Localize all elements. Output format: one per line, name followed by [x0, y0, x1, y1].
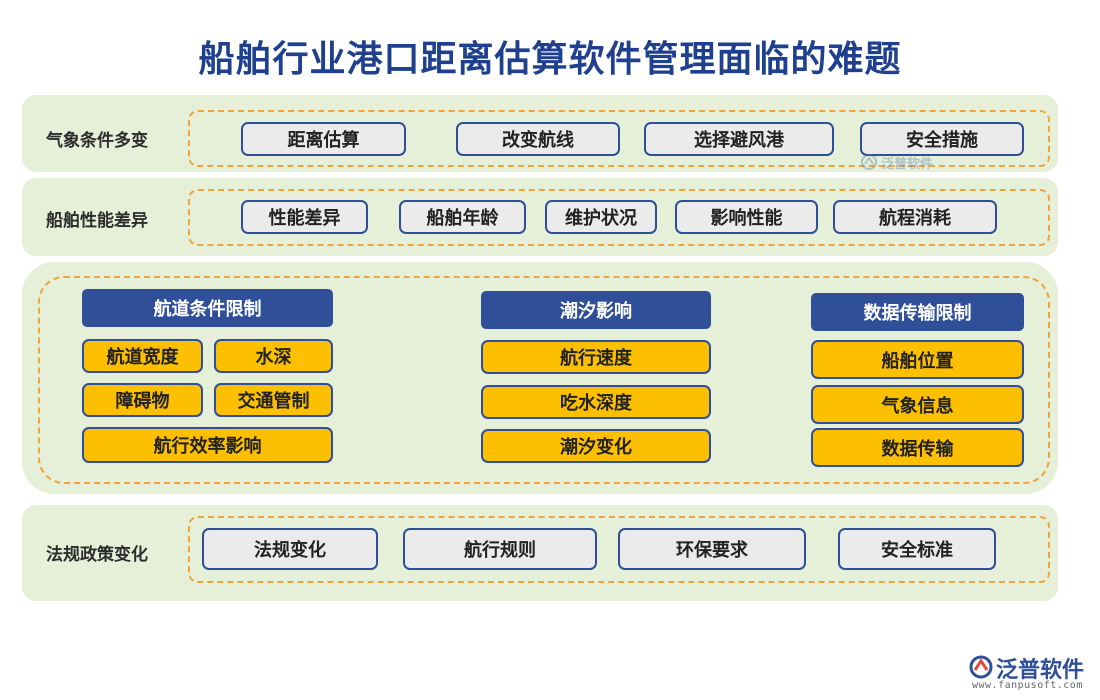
- performance-dashed-group: [188, 189, 1050, 246]
- brand-logo-url: www.fanpusoft.com: [972, 680, 1083, 691]
- traffic-control-box: 交通管制: [214, 383, 333, 417]
- voyage-consumption-box: 航程消耗: [833, 200, 997, 234]
- data-transfer-box: 数据传输: [811, 428, 1024, 467]
- brand-logo-icon: [969, 655, 993, 679]
- tide-influence-header: 潮汐影响: [481, 291, 711, 329]
- weather-row-label: 气象条件多变: [46, 131, 148, 151]
- distance-estimate-box: 距离估算: [241, 122, 406, 156]
- channel-limits-header: 航道条件限制: [82, 289, 333, 327]
- navigation-rules-box: 航行规则: [403, 528, 597, 570]
- maintenance-box: 维护状况: [545, 200, 657, 234]
- ship-position-box: 船舶位置: [811, 340, 1024, 379]
- tide-change-box: 潮汐变化: [481, 429, 711, 463]
- channel-width-box: 航道宽度: [82, 339, 203, 373]
- regulation-dashed-group: [188, 516, 1050, 583]
- draft-depth-box: 吃水深度: [481, 385, 711, 419]
- performance-diff-box: 性能差异: [241, 200, 368, 234]
- sailing-speed-box: 航行速度: [481, 340, 711, 374]
- affect-performance-box: 影响性能: [675, 200, 818, 234]
- watermark-text: 泛普软件: [881, 156, 934, 172]
- weather-dashed-group: [188, 110, 1050, 167]
- navigation-efficiency-box: 航行效率影响: [82, 427, 333, 463]
- choose-shelter-port-box: 选择避风港: [644, 122, 834, 156]
- data-transfer-limits-header: 数据传输限制: [811, 293, 1024, 331]
- water-depth-box: 水深: [214, 339, 333, 373]
- page-title: 船舶行业港口距离估算软件管理面临的难题: [198, 39, 902, 80]
- change-route-box: 改变航线: [456, 122, 620, 156]
- ship-age-box: 船舶年龄: [399, 200, 526, 234]
- safety-measures-box: 安全措施: [860, 122, 1024, 156]
- obstacles-box: 障碍物: [82, 383, 203, 417]
- brand-logo: 泛普软件 www.fanpusoft.com: [968, 652, 1094, 696]
- middle-dashed-group: [38, 276, 1050, 484]
- watermark: 泛普软件: [860, 150, 940, 174]
- regulation-row-label: 法规政策变化: [46, 545, 148, 565]
- regulation-change-box: 法规变化: [202, 528, 378, 570]
- environmental-requirements-box: 环保要求: [618, 528, 806, 570]
- brand-logo-text: 泛普软件: [996, 658, 1085, 683]
- watermark-logo-icon: [861, 154, 877, 170]
- weather-info-box: 气象信息: [811, 385, 1024, 424]
- safety-standards-box: 安全标准: [838, 528, 996, 570]
- performance-row-label: 船舶性能差异: [46, 211, 148, 231]
